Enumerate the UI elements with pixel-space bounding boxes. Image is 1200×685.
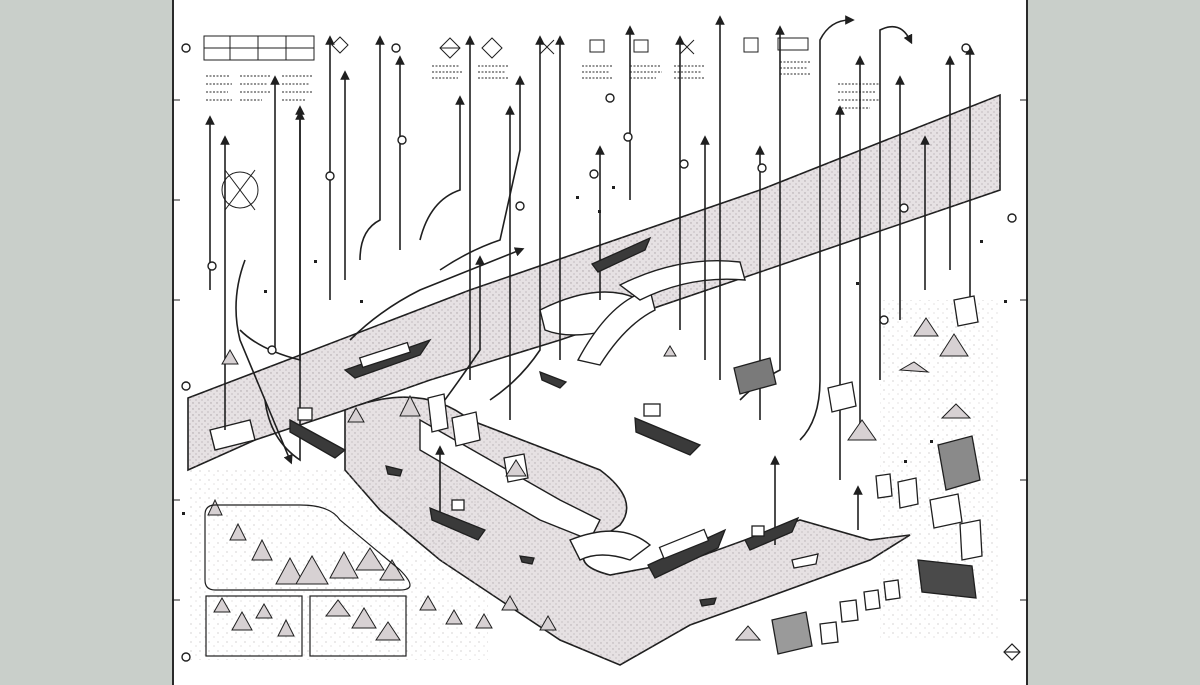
terrain (207, 317, 972, 641)
route-node-icon[interactable] (623, 132, 633, 142)
legend-glyph-7 (679, 39, 695, 55)
route-node-icon[interactable] (397, 135, 407, 145)
warehouse-icon (733, 357, 777, 395)
route-node-icon[interactable] (589, 169, 599, 179)
route-node-icon[interactable] (515, 201, 525, 211)
piers (209, 259, 746, 561)
route-node-icon[interactable] (961, 43, 971, 53)
route-node-icon[interactable] (757, 163, 767, 173)
warehouse-icon (839, 599, 859, 623)
route-node-icon[interactable] (391, 43, 401, 53)
warehouse-icon (819, 621, 839, 645)
route-node-icon[interactable] (325, 171, 335, 181)
warehouse-icon (863, 589, 881, 611)
warehouse-icon (427, 393, 449, 433)
legend-glyph-2 (439, 37, 461, 59)
legend-glyph-3 (481, 37, 503, 59)
route-node-icon[interactable] (267, 345, 277, 355)
warehouse-icon (875, 473, 893, 499)
legend-glyph-8 (743, 37, 759, 53)
warehouse-icon (959, 519, 983, 561)
route-node-icon[interactable] (899, 203, 909, 213)
legend-glyph-5 (589, 39, 605, 53)
route-node-icon[interactable] (879, 315, 889, 325)
warehouse-icon (929, 493, 963, 529)
route-node-icon[interactable] (181, 652, 191, 662)
scatter-marks (182, 186, 1007, 515)
route-lines[interactable] (205, 15, 975, 545)
warehouse-icon (937, 435, 981, 491)
cargo-ship-icon[interactable] (385, 465, 819, 607)
ships[interactable] (289, 236, 819, 607)
cargo-ship-icon[interactable] (590, 236, 652, 273)
route-node-icon[interactable] (181, 43, 191, 53)
warehouse-icon (771, 611, 813, 655)
legend-glyph-6 (633, 39, 649, 53)
warehouse-icon (883, 579, 901, 601)
container-ship-icon[interactable] (647, 528, 727, 579)
compass-icon (1003, 643, 1021, 661)
cargo-ship-icon[interactable] (634, 403, 702, 456)
route-node-icon[interactable] (1007, 213, 1017, 223)
frame-ticks (172, 99, 1028, 601)
legend-glyph-1 (331, 36, 349, 54)
warehouse-icon (451, 411, 481, 447)
compass-icon (221, 169, 259, 211)
route-node-icon[interactable] (605, 93, 615, 103)
warehouse-icon (897, 477, 919, 509)
legend-text-lines (206, 61, 880, 109)
container-ship-icon[interactable] (343, 338, 432, 379)
route-node-icon[interactable] (181, 381, 191, 391)
route-node-icon[interactable] (679, 159, 689, 169)
cargo-ship-icon[interactable] (289, 407, 347, 459)
warehouse-icon (827, 381, 857, 413)
legend-label-box (777, 37, 809, 51)
cargo-ship-icon[interactable] (429, 499, 487, 541)
cargo-ship-icon[interactable] (744, 516, 800, 551)
warehouse-icon (953, 295, 979, 327)
route-nodes[interactable] (181, 43, 1017, 662)
legend-glyph-4 (539, 39, 555, 55)
cargo-ship-icon[interactable] (539, 370, 568, 389)
warehouse-icon (917, 559, 977, 599)
warehouses (427, 295, 983, 655)
land-insets (204, 504, 411, 657)
route-node-icon[interactable] (207, 261, 217, 271)
legend-strip (203, 35, 809, 211)
